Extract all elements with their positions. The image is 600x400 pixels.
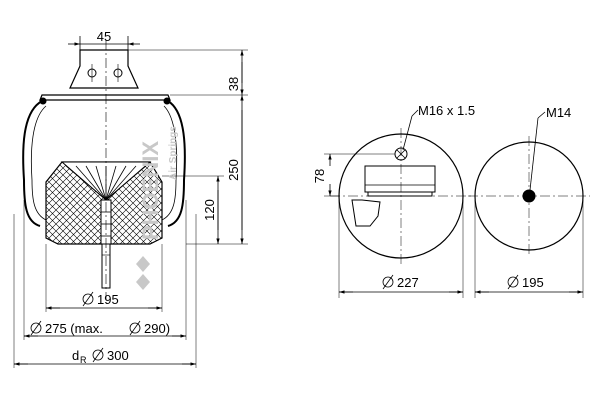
dim-total-height: 250 [226, 159, 241, 181]
bottom-plate-dimensions [474, 111, 584, 298]
bellow-outer-right [167, 100, 186, 227]
dim-bellow-diameter-text: 275 (max. [45, 321, 103, 336]
bottom-plate-view [468, 136, 590, 256]
side-pad [351, 199, 381, 227]
top-plate [39, 94, 171, 101]
top-plate-bolt-left [39, 97, 47, 105]
bellow-inner-right [161, 105, 178, 221]
watermark-tagline: Air Springs [168, 126, 179, 180]
bellow-outer [22, 100, 43, 227]
dim-top-plate-height: 78 [312, 169, 327, 183]
dim-top-height: 38 [226, 77, 241, 91]
dim-bellow-max-text: 290) [144, 321, 170, 336]
dim-piston-diameter: 195 [82, 291, 119, 307]
dim-bottom-plate-diameter: 195 [507, 274, 544, 290]
thread-m14-label: M14 [546, 105, 571, 120]
dim-piston-height: 120 [202, 199, 217, 221]
svg-text:195: 195 [97, 292, 119, 307]
watermark-logo [136, 256, 150, 290]
thread-m16-label: M16 x 1.5 [418, 103, 475, 118]
side-dimensions [13, 36, 248, 368]
top-plate-dimensions [324, 109, 464, 298]
top-plate-view [330, 128, 472, 264]
dim-dr-diameter: d R 300 [72, 347, 129, 365]
watermark-brand: PHOENIX [138, 141, 163, 240]
dim-bellow-diameter: 275 (max. 290) [30, 320, 170, 336]
svg-text:195: 195 [522, 275, 544, 290]
dim-top-plate-diameter: 227 [382, 274, 419, 290]
bellow-inner [30, 105, 47, 221]
dim-bracket-width: 45 [97, 29, 111, 44]
dim-dr-label: d [72, 348, 79, 363]
svg-text:227: 227 [397, 275, 419, 290]
side-view [22, 40, 186, 300]
dim-dr-sub: R [80, 355, 87, 365]
watermark: PHOENIX Air Springs [136, 126, 179, 290]
dim-dr-value: 300 [107, 348, 129, 363]
mounting-bracket [69, 49, 139, 89]
plate-bracket [364, 165, 436, 193]
